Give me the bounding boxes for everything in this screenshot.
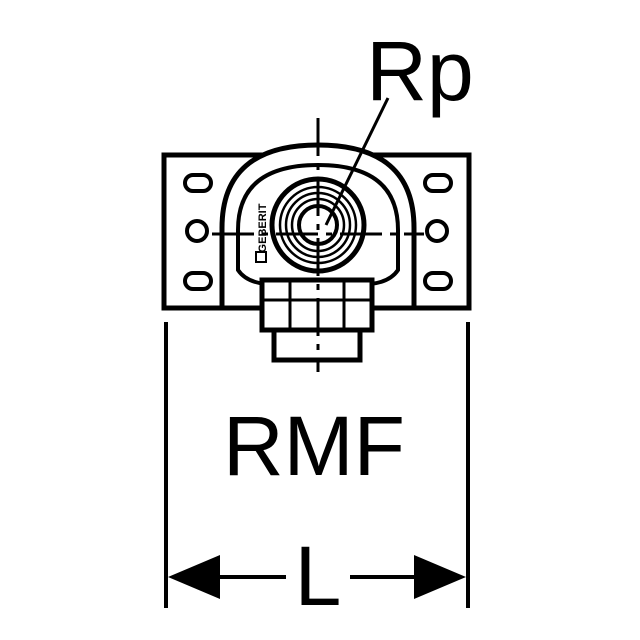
mounting-hole-slot [423, 173, 453, 193]
mounting-holes-left [183, 173, 213, 291]
product-label: RMF [223, 399, 405, 493]
dimension-arrow-right [414, 555, 466, 599]
mounting-hole-round [425, 219, 449, 243]
thread-leader-line [324, 97, 390, 226]
dimension-arrow-left [168, 555, 220, 599]
mounting-holes-right [423, 173, 453, 291]
thread-label: Rp [366, 24, 473, 118]
mounting-hole-slot [423, 271, 453, 291]
mounting-hole-slot [183, 271, 213, 291]
mounting-hole-round [185, 219, 209, 243]
length-label: L [295, 529, 342, 623]
brand-marking-square [255, 251, 267, 263]
center-lines [212, 118, 424, 372]
brand-marking: GEBERIT [257, 203, 269, 252]
brand-label: GEBERIT [257, 203, 269, 252]
mounting-hole-slot [183, 173, 213, 193]
length-dimension [164, 322, 470, 608]
